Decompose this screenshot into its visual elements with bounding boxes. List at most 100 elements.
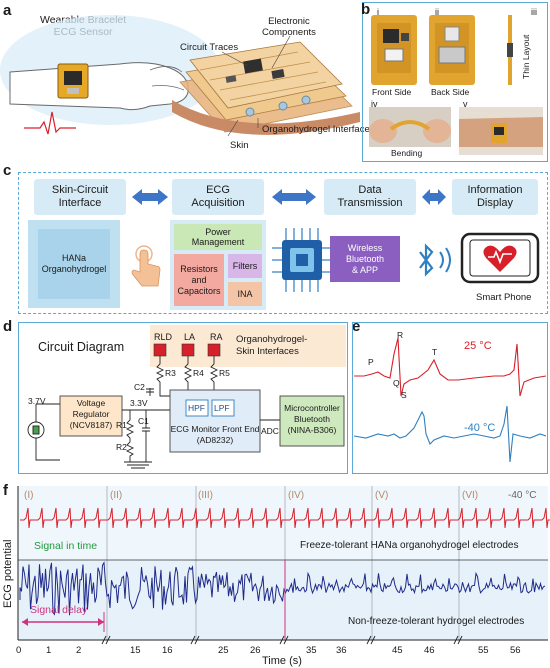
seg-2: (II) — [110, 490, 123, 501]
seg-6: (VI) — [462, 490, 479, 501]
chip-icon — [272, 228, 330, 292]
panel-b: b i ii iii Thin Layout Front Side Back S… — [361, 1, 548, 162]
bluetooth-icon — [419, 243, 451, 277]
panel-c-label: c — [3, 162, 12, 179]
label-back-side: Back Side — [431, 87, 470, 97]
sub-v: v — [463, 99, 468, 109]
freeze-tolerant-label: Freeze-tolerant HANa organohydrogel elec… — [300, 540, 519, 551]
label-rld: RLD — [154, 332, 173, 342]
power-management-box: Power Management — [174, 224, 262, 250]
resistors-box: Resistors and Capacitors — [174, 254, 224, 306]
sub-iii: iii — [531, 7, 537, 17]
tick-2: 2 — [76, 645, 82, 656]
signal-in-time: Signal in time — [34, 540, 98, 552]
smartphone-icon — [460, 232, 540, 284]
label-r5: R5 — [219, 368, 230, 378]
label-c2: C2 — [134, 382, 145, 392]
wave-p: P — [368, 357, 374, 367]
label-v-in: 3.7V — [28, 396, 46, 406]
sub-i: i — [377, 7, 379, 17]
smart-phone-label: Smart Phone — [476, 292, 532, 303]
tick-55: 55 — [478, 645, 489, 656]
wireless-text: Wireless Bluetooth & APP — [345, 242, 385, 275]
wireless-box: Wireless Bluetooth & APP — [330, 236, 400, 282]
sub-iv: iv — [371, 99, 378, 109]
ina-text: INA — [237, 289, 253, 299]
header-ecg-acquisition-text: ECG Acquisition — [191, 184, 245, 209]
circuit-title: Circuit Diagram — [38, 340, 125, 354]
label-r1: R1 — [116, 420, 127, 430]
panel-b-label: b — [361, 1, 371, 18]
label-ra: RA — [210, 332, 223, 342]
hana-text: HANa Organohydrogel — [41, 253, 107, 274]
tick-45: 45 — [392, 645, 403, 656]
tick-25: 25 — [218, 645, 229, 656]
label-r2: R2 — [116, 442, 127, 452]
finger-touch-icon — [131, 245, 161, 287]
tick-46: 46 — [424, 645, 435, 656]
header-data-transmission: Data Transmission — [324, 179, 416, 215]
wave-r: R — [397, 330, 404, 340]
ina-box: INA — [228, 282, 262, 306]
label-25c: 25 °C — [464, 340, 492, 352]
panel-d-label: d — [3, 318, 13, 335]
seg-5: (V) — [375, 490, 389, 501]
signal-delay: Signal delay — [30, 604, 88, 616]
seg-4: (IV) — [288, 490, 305, 501]
f-temp: -40 °C — [508, 490, 537, 501]
wrist-illustration — [0, 15, 360, 137]
label-skin: Skin — [230, 140, 249, 151]
label-minus40c: -40 °C — [464, 422, 496, 434]
label-r3: R3 — [165, 368, 176, 378]
device-back-photo — [429, 15, 475, 85]
freeze-tolerant-trace — [20, 507, 550, 529]
label-hpf: HPF — [188, 403, 205, 413]
panel-a-label: a — [3, 2, 12, 19]
panel-a: a Wearable Bracelet ECG Sensor Circ — [0, 0, 374, 160]
label-bending: Bending — [391, 148, 423, 158]
panel-f-background-top — [18, 486, 548, 560]
filters-text: Filters — [232, 261, 258, 271]
non-freeze-tolerant-label: Non-freeze-tolerant hydrogel electrodes — [348, 616, 525, 627]
wave-t: T — [432, 347, 438, 357]
label-lpf: LPF — [214, 403, 230, 413]
wrist-photo — [459, 107, 543, 155]
resistors-text: Resistors and Capacitors — [177, 263, 221, 296]
bending-photo — [369, 107, 451, 147]
seg-3: (III) — [198, 490, 213, 501]
f-xlabel: Time (s) — [262, 655, 302, 667]
tick-15: 15 — [130, 645, 141, 656]
tick-56: 56 — [510, 645, 521, 656]
panel-e-label: e — [352, 318, 361, 335]
header-information-display-text: Information Display — [467, 184, 523, 209]
label-v-out: 3.3V — [130, 398, 148, 408]
device-thin-photo — [507, 15, 513, 85]
tick-35: 35 — [306, 645, 317, 656]
power-management-text: Power Management — [191, 227, 245, 247]
ecg-trace-25c — [354, 337, 546, 397]
label-r4: R4 — [193, 368, 204, 378]
label-interfaces: Organohydrogel- Skin Interfaces — [236, 334, 308, 357]
label-circuit-traces: Circuit Traces — [180, 42, 239, 53]
hana-inner: HANa Organohydrogel — [38, 229, 110, 299]
panel-f-label: f — [3, 482, 8, 499]
label-electronic-components: Electronic Components — [262, 16, 316, 38]
label-organohydrogel-interfaces: Organohydrogel Interfaces — [262, 124, 375, 135]
label-c1: C1 — [138, 416, 149, 426]
filters-box: Filters — [228, 254, 262, 278]
panel-d — [18, 322, 348, 474]
wave-q: Q — [393, 378, 400, 388]
device-front-photo — [371, 15, 417, 85]
label-front-end: ECG Monitor Front End (AD8232) — [170, 424, 260, 445]
label-la: LA — [184, 332, 196, 342]
tick-36: 36 — [336, 645, 347, 656]
tick-16: 16 — [162, 645, 173, 656]
header-ecg-acquisition: ECG Acquisition — [172, 179, 264, 215]
label-front-side: Front Side — [372, 87, 412, 97]
panel-e — [352, 322, 548, 474]
label-regulator: Voltage Regulator (NCV8187) — [69, 398, 113, 430]
ecg-temperature-plot — [354, 337, 546, 463]
tick-26: 26 — [250, 645, 261, 656]
